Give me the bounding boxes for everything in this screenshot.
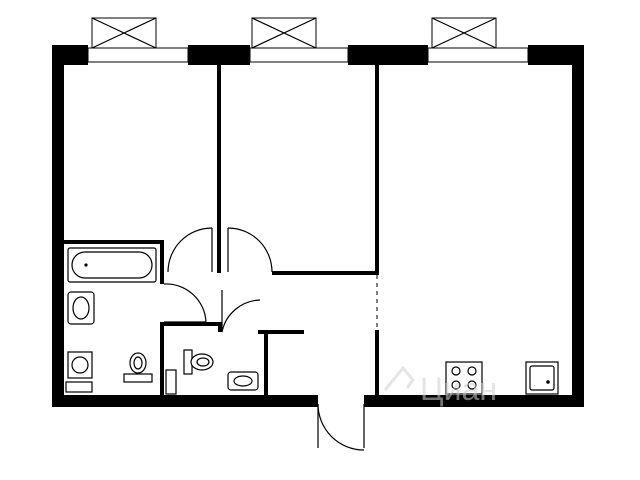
door-bathroom [163, 283, 207, 323]
interior-walls [64, 65, 379, 407]
window-right [427, 17, 529, 63]
window-left [87, 17, 189, 63]
washing-machine-icon [67, 351, 93, 379]
kitchen-sink-icon [525, 361, 559, 395]
toilet-wc-icon [183, 349, 214, 375]
outer-walls [52, 45, 584, 407]
stove-icon [445, 361, 483, 395]
window-middle [249, 17, 349, 63]
watermark: Циан [383, 365, 497, 407]
watermark-text: Циан [420, 371, 497, 407]
door-bedroom-middle [227, 227, 273, 273]
small-sink-icon [227, 371, 259, 391]
toilet-icon [123, 352, 153, 383]
radiator-icon [65, 381, 93, 393]
door-toilet [221, 290, 261, 333]
entrance-door [317, 403, 365, 451]
washbasin-icon [67, 291, 95, 325]
bathtub-icon [67, 247, 157, 283]
door-bedroom-left [167, 227, 213, 273]
shower-drain-icon [165, 369, 177, 395]
